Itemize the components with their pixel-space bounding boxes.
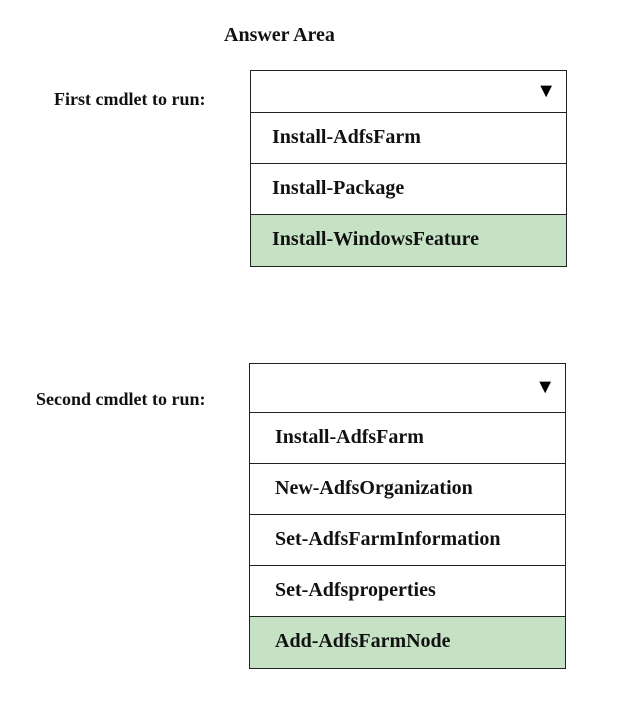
second-cmdlet-option-add-adfsfarmnode[interactable]: Add-AdfsFarmNode	[250, 617, 565, 668]
first-cmdlet-option-install-package[interactable]: Install-Package	[251, 164, 566, 215]
second-cmdlet-dropdown-header[interactable]: ▼	[250, 364, 565, 413]
second-cmdlet-option-set-adfsfarminformation[interactable]: Set-AdfsFarmInformation	[250, 515, 565, 566]
first-cmdlet-dropdown-header[interactable]: ▼	[251, 71, 566, 113]
first-cmdlet-option-install-adfsfarm[interactable]: Install-AdfsFarm	[251, 113, 566, 164]
triangle-down-icon[interactable]: ▼	[535, 376, 555, 398]
second-cmdlet-option-new-adfsorganization[interactable]: New-AdfsOrganization	[250, 464, 565, 515]
triangle-down-icon[interactable]: ▼	[536, 80, 556, 102]
first-cmdlet-option-install-windowsfeature[interactable]: Install-WindowsFeature	[251, 215, 566, 266]
second-cmdlet-option-install-adfsfarm[interactable]: Install-AdfsFarm	[250, 413, 565, 464]
first-cmdlet-dropdown[interactable]: ▼ Install-AdfsFarm Install-Package Insta…	[250, 70, 567, 267]
second-cmdlet-option-set-adfsproperties[interactable]: Set-Adfsproperties	[250, 566, 565, 617]
second-cmdlet-dropdown[interactable]: ▼ Install-AdfsFarm New-AdfsOrganization …	[249, 363, 566, 669]
second-cmdlet-label: Second cmdlet to run:	[36, 389, 206, 409]
first-cmdlet-label: First cmdlet to run:	[54, 89, 206, 109]
answer-area-title: Answer Area	[224, 24, 335, 46]
